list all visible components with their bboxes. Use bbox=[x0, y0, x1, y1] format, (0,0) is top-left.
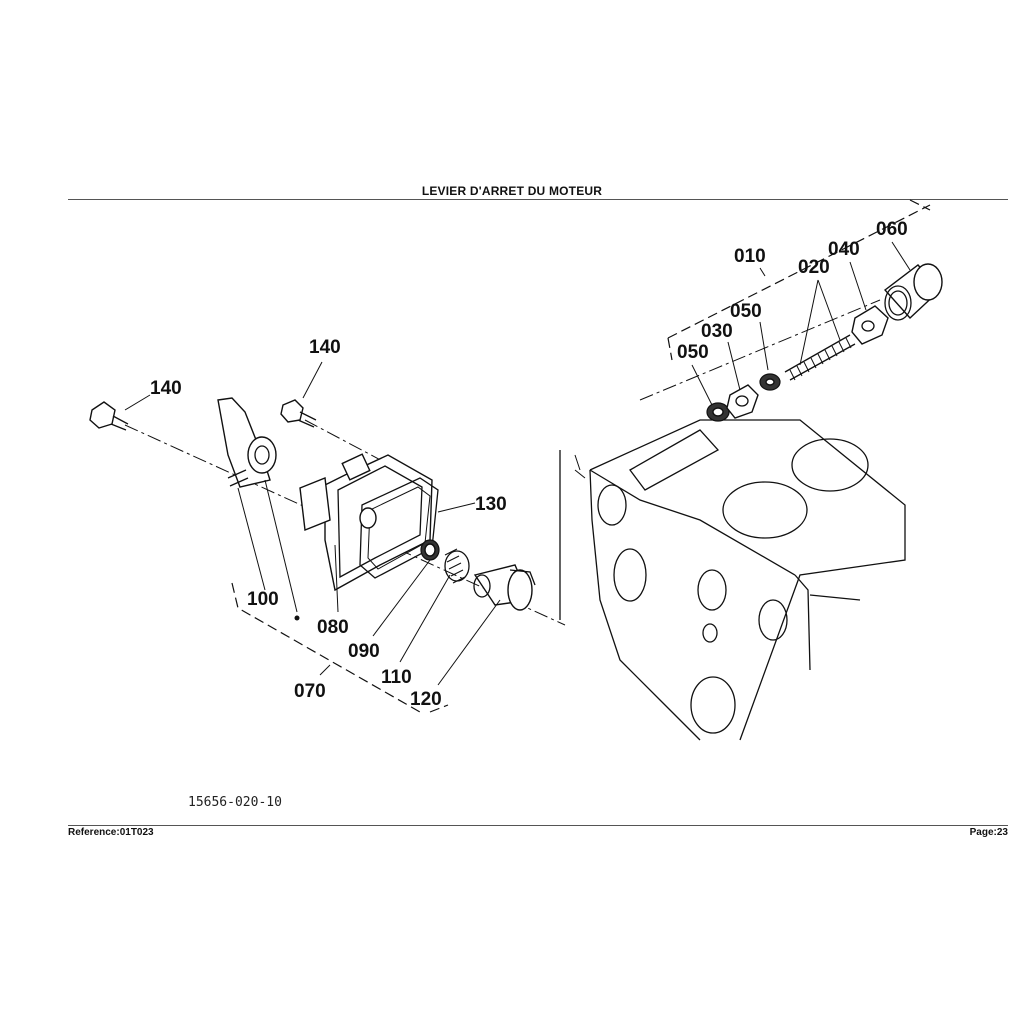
page-number: Page:23 bbox=[969, 827, 1008, 838]
reference-label: Reference:01T023 bbox=[68, 827, 154, 838]
callout-050-left: 050 bbox=[677, 342, 709, 363]
adjuster-assembly-drawing bbox=[639, 199, 943, 422]
callout-130: 130 bbox=[475, 494, 507, 515]
leader-lines bbox=[124, 241, 911, 686]
callout-020: 020 bbox=[798, 257, 830, 278]
drawing-code: 15656-020-10 bbox=[188, 795, 282, 810]
callout-110: 110 bbox=[381, 667, 412, 688]
callout-080: 080 bbox=[317, 617, 349, 638]
page-title: LEVIER D'ARRET DU MOTEUR bbox=[421, 184, 603, 198]
callout-labels: 010 020 030 040 050 050 060 070 080 090 … bbox=[150, 219, 908, 710]
callout-050-right: 050 bbox=[730, 301, 762, 322]
callout-010: 010 bbox=[734, 246, 766, 267]
header-rule bbox=[68, 199, 1008, 200]
callout-030: 030 bbox=[701, 321, 733, 342]
callout-070: 070 bbox=[294, 681, 326, 702]
callout-040: 040 bbox=[828, 239, 860, 260]
callout-090: 090 bbox=[348, 641, 380, 662]
callout-140-top: 140 bbox=[309, 337, 341, 358]
engine-block-drawing bbox=[559, 419, 906, 741]
callout-140-left: 140 bbox=[150, 378, 182, 399]
callout-120: 120 bbox=[410, 689, 442, 710]
stop-lever-assembly-drawing bbox=[89, 397, 566, 713]
callout-100: 100 bbox=[247, 589, 279, 610]
footer-rule bbox=[68, 825, 1008, 826]
callout-060: 060 bbox=[876, 219, 908, 240]
